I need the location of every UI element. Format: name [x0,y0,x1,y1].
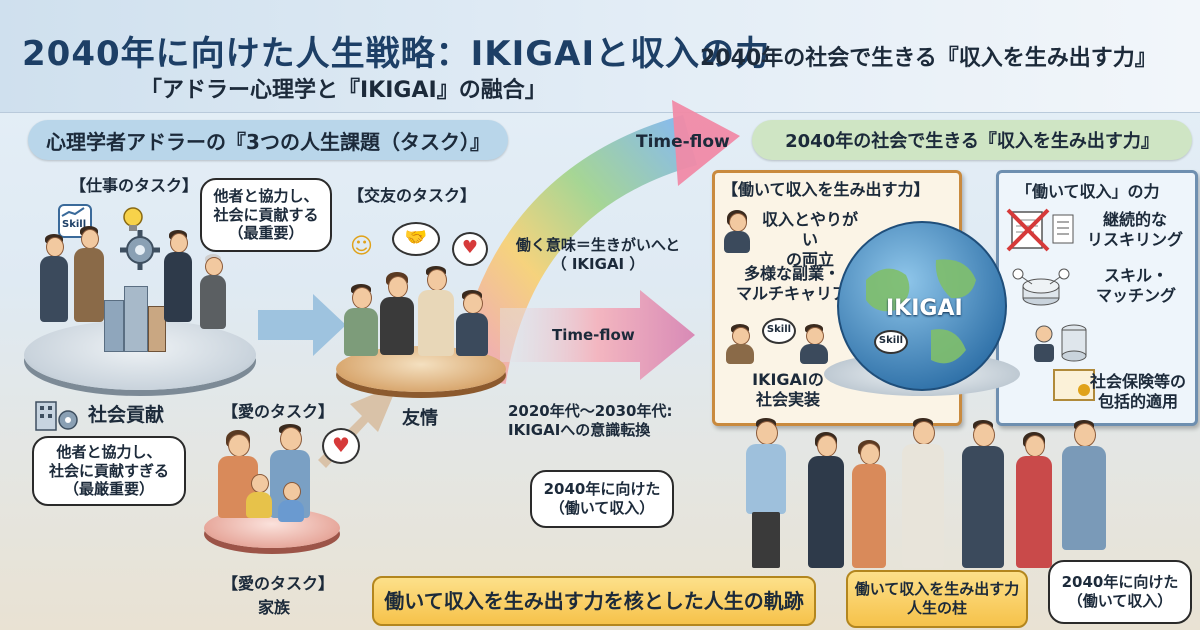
globe-skill-bubble: Skill [874,330,908,354]
love-heart-icon: ♥ [322,428,360,464]
certificate-icon [1053,369,1095,401]
business-person [164,230,192,324]
income-meaning-item: 収入とやりがい の両立 [761,210,858,269]
toward-2040-bubble: 2040年に向けた （働いて収入） [530,470,674,528]
supporting-person [1016,432,1052,568]
page-title: 2040年に向けた人生戦略：IKIGAIと収入の力 [22,34,771,74]
skill-bubble-icon: Skill [762,318,796,344]
side-jobs-item: 多様な副業・ マルチキャリア [735,264,848,303]
supporting-person [852,440,886,568]
rainbow-arc-graphic [454,100,740,385]
building-shape [148,306,166,352]
business-person [74,226,104,324]
skill-matching-item: スキル・ マッチング [1095,266,1176,305]
friendship-task-label: 【交友のタスク】 [348,186,477,205]
friend-person [418,266,454,356]
love-task-label-bottom: 【愛のタスク】 [222,574,335,593]
smiley-icon: ☺ [350,234,373,259]
child-person [246,474,272,518]
time-flow-arrow [500,290,695,380]
child-person [278,482,304,522]
title-band [0,0,1200,113]
right-heading: 2040年の社会で生きる『収入を生み出す力』 [700,46,1157,71]
work-task-label: 【仕事のタスク】 [70,176,199,195]
handshake-icon: 🤝 [392,222,440,256]
lightbulb-icon [123,207,143,231]
era-shift-text: 2020年代〜2030年代: IKIGAIへの意識転換 [508,402,673,439]
supporting-person [744,418,788,568]
worker-person [726,324,754,364]
friend-person [456,290,488,356]
person-database-icon [1034,324,1087,362]
supporting-person [960,420,1006,568]
toward-2040-right-bubble: 2040年に向けた （働いて収入） [1048,560,1192,624]
ikigai-implementation-item: IKIGAIの 社会実装 [752,370,824,409]
social-contribution-label: 社会貢献 [88,404,165,426]
building-gear-icon [35,401,78,431]
reskilling-item: 継続的な リスキリング [1086,210,1183,249]
ikigai-meaning-text: 働く意味＝生きがいへと （ IKIGAI ） [515,236,681,273]
woman-icon [722,210,752,254]
worker-person [800,324,828,364]
page-subtitle: 「アドラー心理学と『IKIGAI』の融合」 [140,78,547,103]
social-contribution-bubble: 他者と協力し、 社会に貢献すぎる （最厳重要） [32,436,186,506]
globe-ikigai-label: IKIGAI [886,296,963,321]
gear-icon [120,230,160,270]
love-task-label-top: 【愛のタスク】 [222,402,335,421]
heart-icon: ♥ [452,232,488,266]
business-person [200,254,226,330]
checklist-icon [1052,214,1074,244]
adler-tasks-pill: 心理学者アドラーの『3つの人生課題（タスク）』 [28,120,508,160]
business-person [40,234,68,324]
friendship-label: 友情 [402,408,438,429]
life-trajectory-banner: 働いて収入を生み出す力を核とした人生の軌跡 [372,576,816,626]
building-shape [124,286,148,352]
life-pillar-banner: 働いて収入を生み出す力 人生の柱 [846,570,1028,628]
building-shape [104,300,124,352]
time-flow-mid-label: Time-flow [552,326,635,344]
family-label: 家族 [258,598,291,617]
time-flow-top-label: Time-flow [636,132,730,152]
social-insurance-item: 社会保険等の 包括的適用 [1089,372,1186,411]
income-power-pill: 2040年の社会で生きる『収入を生み出す力』 [752,120,1192,160]
income-panel-title: 【働いて収入を生み出す力】 [722,180,930,199]
crossed-document-icon [1006,208,1050,252]
skill-matching-icon [1012,268,1070,306]
friend-person [380,272,414,356]
task-arrow-right [258,294,346,356]
work-income-panel-title: 「働いて収入」の力 [1016,182,1160,201]
work-task-bubble: 他者と協力し、 社会に貢献する （最重要） [200,178,332,252]
friend-person [344,284,378,356]
supporting-person [900,418,946,568]
supporting-person [1060,420,1108,550]
supporting-person [808,432,844,568]
